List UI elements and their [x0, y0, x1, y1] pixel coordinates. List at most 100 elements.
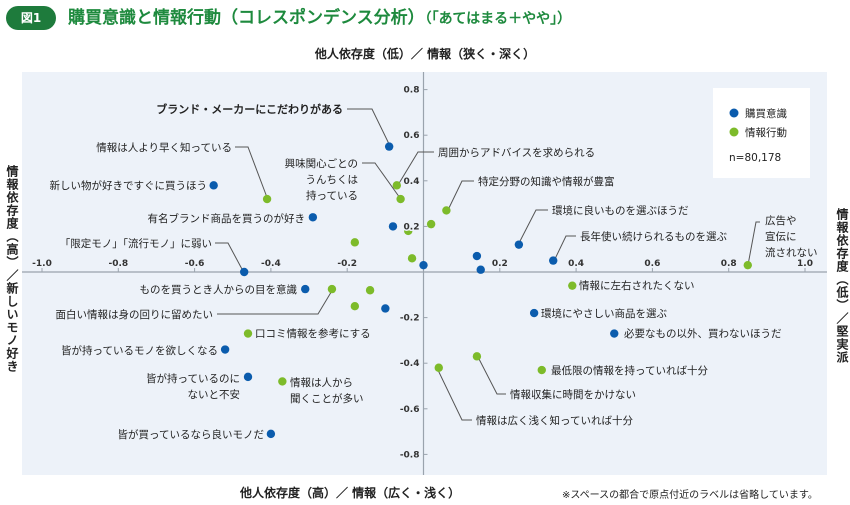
- point-label: 環境に良いものを選ぶほうだ: [552, 204, 689, 217]
- point-label-line: 長年使い続けられるものを選ぶ: [580, 230, 727, 243]
- leader-line: [477, 356, 506, 395]
- point-purchase: [529, 308, 539, 318]
- point-info: [327, 284, 337, 294]
- y-tick-label: -0.6: [400, 405, 420, 415]
- axis-label-top: 他人依存度（低）／ 情報（狭く・深く）: [314, 47, 536, 61]
- point-label: ブランド・メーカーにこだわりがある: [156, 102, 343, 116]
- leader-line: [397, 151, 434, 186]
- y-tick-label: -0.8: [400, 450, 420, 460]
- leader-line: [436, 367, 472, 421]
- point-label: ものを買うとき人からの目を意識: [140, 283, 298, 296]
- x-tick-label: 0.2: [492, 259, 508, 269]
- y-tick-label: -0.2: [400, 314, 420, 324]
- point-label-line: 宣伝に: [765, 230, 797, 243]
- point-label: 「限定モノ」「流行モノ」に弱い: [60, 237, 212, 250]
- point-label: 皆が買っているなら良いモノだ: [118, 428, 264, 441]
- point-label: 広告や宣伝に流されない: [765, 214, 818, 259]
- leader-line: [347, 108, 391, 147]
- leader-line: [215, 242, 244, 272]
- point-label-line: 持っている: [306, 189, 358, 202]
- point-label-line: 必要なもの以外、買わないほうだ: [624, 327, 782, 340]
- point-label: 情報は人から聞くことが多い: [290, 376, 364, 405]
- point-label: 情報収集に時間をかけない: [510, 388, 636, 401]
- point-purchase: [381, 304, 390, 313]
- point-info: [392, 181, 401, 190]
- x-tick-label: -0.6: [185, 259, 205, 269]
- point-label: 新しい物が好きですぐに買うほう: [50, 179, 208, 192]
- point-label: 特定分野の知識や情報が豊富: [478, 175, 615, 188]
- figure-badge: 図1: [6, 6, 56, 30]
- point-info: [407, 254, 417, 263]
- point-label: 情報は人より早く知っている: [96, 141, 232, 154]
- point-purchase: [514, 240, 524, 249]
- leader-line: [553, 235, 576, 262]
- point-info: [350, 302, 360, 311]
- leader-line: [217, 288, 334, 315]
- point-label: 周囲からアドバイスを求められる: [438, 147, 595, 159]
- point-info: [365, 286, 375, 295]
- point-purchase: [301, 284, 310, 294]
- x-tick-label: -0.8: [108, 259, 128, 269]
- point-label-line: 興味関心ごとの: [285, 157, 358, 170]
- chart-title: 購買意識と情報行動（コレスポンデンス分析）（「あてはまる＋やや」）: [68, 5, 571, 32]
- point-purchase: [384, 142, 394, 151]
- point-label: 興味関心ごとのうんちくは持っている: [285, 157, 358, 202]
- point-purchase: [419, 260, 428, 270]
- point-purchase: [388, 222, 398, 231]
- point-label: 口コミ情報を参考にする: [255, 327, 371, 340]
- legend-n: n=80,178: [729, 152, 781, 164]
- point-label-line: 皆が持っているモノを欲しくなる: [61, 344, 218, 357]
- y-tick-label: 0.4: [404, 177, 420, 187]
- x-tick-label: 0.6: [644, 259, 660, 269]
- point-purchase: [266, 429, 276, 439]
- x-tick-label: -1.0: [32, 259, 52, 269]
- title-main: 購買意識と情報行動（コレスポンデンス分析）: [68, 8, 425, 28]
- point-label: 皆が持っているのにないと不安: [146, 372, 240, 401]
- leader-line: [362, 162, 401, 199]
- plot-background: [22, 72, 827, 475]
- x-tick-label: 0.8: [721, 259, 737, 269]
- point-info: [743, 260, 752, 270]
- point-info: [537, 365, 546, 375]
- point-info: [426, 219, 436, 229]
- point-purchase: [472, 251, 482, 261]
- point-label-line: 環境に良いものを選ぶほうだ: [552, 204, 689, 217]
- point-info: [396, 194, 405, 204]
- legend-box: [713, 88, 810, 178]
- leader-line: [235, 146, 269, 201]
- axis-label-right: 情報依存度（低）／堅実派: [835, 208, 849, 364]
- point-info: [434, 363, 443, 372]
- point-purchase: [239, 267, 249, 277]
- point-label-line: 環境にやさしい商品を選ぶ: [541, 307, 667, 320]
- point-purchase: [209, 181, 218, 190]
- point-label-line: 情報は人より早く知っている: [96, 141, 232, 154]
- point-label-line: うんちくは: [306, 174, 359, 186]
- point-info: [278, 377, 287, 386]
- point-label: 皆が持っているモノを欲しくなる: [61, 344, 218, 357]
- x-tick-label: -0.2: [337, 259, 357, 269]
- x-tick-label: 1.0: [797, 259, 813, 269]
- point-label-line: 「限定モノ」「流行モノ」に弱い: [60, 237, 212, 250]
- x-tick-label: -0.4: [261, 259, 281, 269]
- x-tick-label: 0.4: [568, 259, 584, 269]
- axis-label-bottom: 他人依存度（高）／ 情報（広く・浅く）: [240, 486, 461, 500]
- leader-line: [517, 209, 548, 246]
- point-label-line: 皆が買っているなら良いモノだ: [118, 428, 264, 441]
- point-label-line: 最低限の情報を持っていれば十分: [551, 364, 708, 377]
- footnote: ※スペースの都合で原点付近のラベルは省略しています。: [562, 490, 818, 501]
- point-label-line: ものを買うとき人からの目を意識: [140, 283, 298, 296]
- point-purchase: [610, 329, 619, 338]
- point-label-line: 情報は人から: [290, 376, 353, 389]
- point-label-line: 広告や: [765, 214, 797, 227]
- leader-line: [447, 180, 474, 211]
- y-tick-label: 0.8: [404, 86, 420, 96]
- legend-marker: [729, 108, 739, 118]
- legend-label: 購買意識: [745, 107, 787, 120]
- y-tick-label: -0.4: [400, 359, 420, 369]
- point-info: [472, 352, 482, 361]
- point-purchase: [476, 265, 485, 274]
- leader-line: [747, 221, 760, 266]
- point-purchase: [243, 372, 253, 382]
- point-label: 長年使い続けられるものを選ぶ: [580, 230, 727, 243]
